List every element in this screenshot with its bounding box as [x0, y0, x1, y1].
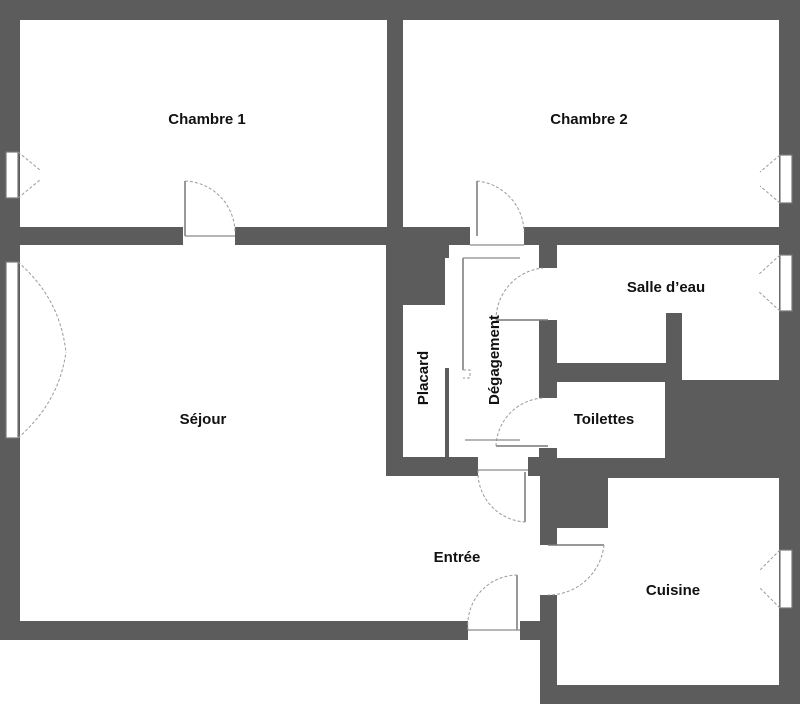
floor-salle-eau-ext: [682, 245, 779, 380]
door-swing: [495, 397, 544, 447]
floor-sejour: [20, 245, 386, 621]
label-entree: Entrée: [434, 549, 481, 566]
floor-entree: [380, 476, 540, 621]
label-placard: Placard: [415, 351, 432, 405]
door-swing: [463, 369, 471, 379]
door-swing: [547, 544, 605, 596]
door-opening: [445, 258, 455, 368]
door-swing: [467, 574, 518, 631]
window-cuisine: [779, 549, 793, 609]
window-swing: [17, 261, 67, 439]
door-opening: [539, 398, 557, 448]
floor-cuisine-ext: [557, 528, 617, 685]
label-cuisine: Cuisine: [646, 582, 700, 599]
door-swing: [495, 267, 544, 321]
label-salle-eau: Salle d’eau: [627, 279, 705, 296]
window-chambre-1: [5, 151, 19, 199]
door-opening: [539, 268, 557, 320]
door-opening: [478, 457, 528, 476]
label-sejour: Séjour: [180, 411, 227, 428]
wall-salle-eau-partition: [666, 313, 682, 381]
floor-degagement: [449, 245, 539, 457]
floor-chambre-2: [403, 20, 779, 227]
windows: [5, 151, 793, 609]
floor-toilettes: [557, 382, 665, 458]
doors: [183, 180, 605, 640]
label-chambre-1: Chambre 1: [168, 111, 246, 128]
floor-chambre-1: [20, 20, 387, 227]
room-labels: Chambre 1 Chambre 2 Salle d’eau Séjour T…: [168, 111, 705, 599]
exterior-bottom: [0, 640, 540, 704]
window-swing: [759, 154, 781, 204]
window-sejour: [5, 261, 19, 439]
door-swing: [476, 180, 525, 233]
door-opening: [470, 227, 524, 245]
floor-cuisine: [608, 478, 779, 685]
label-chambre-2: Chambre 2: [550, 111, 628, 128]
room-floors: [0, 20, 779, 704]
window-salle-eau: [779, 254, 793, 312]
window-chambre-2: [779, 154, 793, 204]
door-opening: [540, 545, 557, 595]
label-toilettes: Toilettes: [574, 411, 635, 428]
label-degagement: Dégagement: [486, 315, 503, 405]
floor-placard: [403, 305, 445, 457]
